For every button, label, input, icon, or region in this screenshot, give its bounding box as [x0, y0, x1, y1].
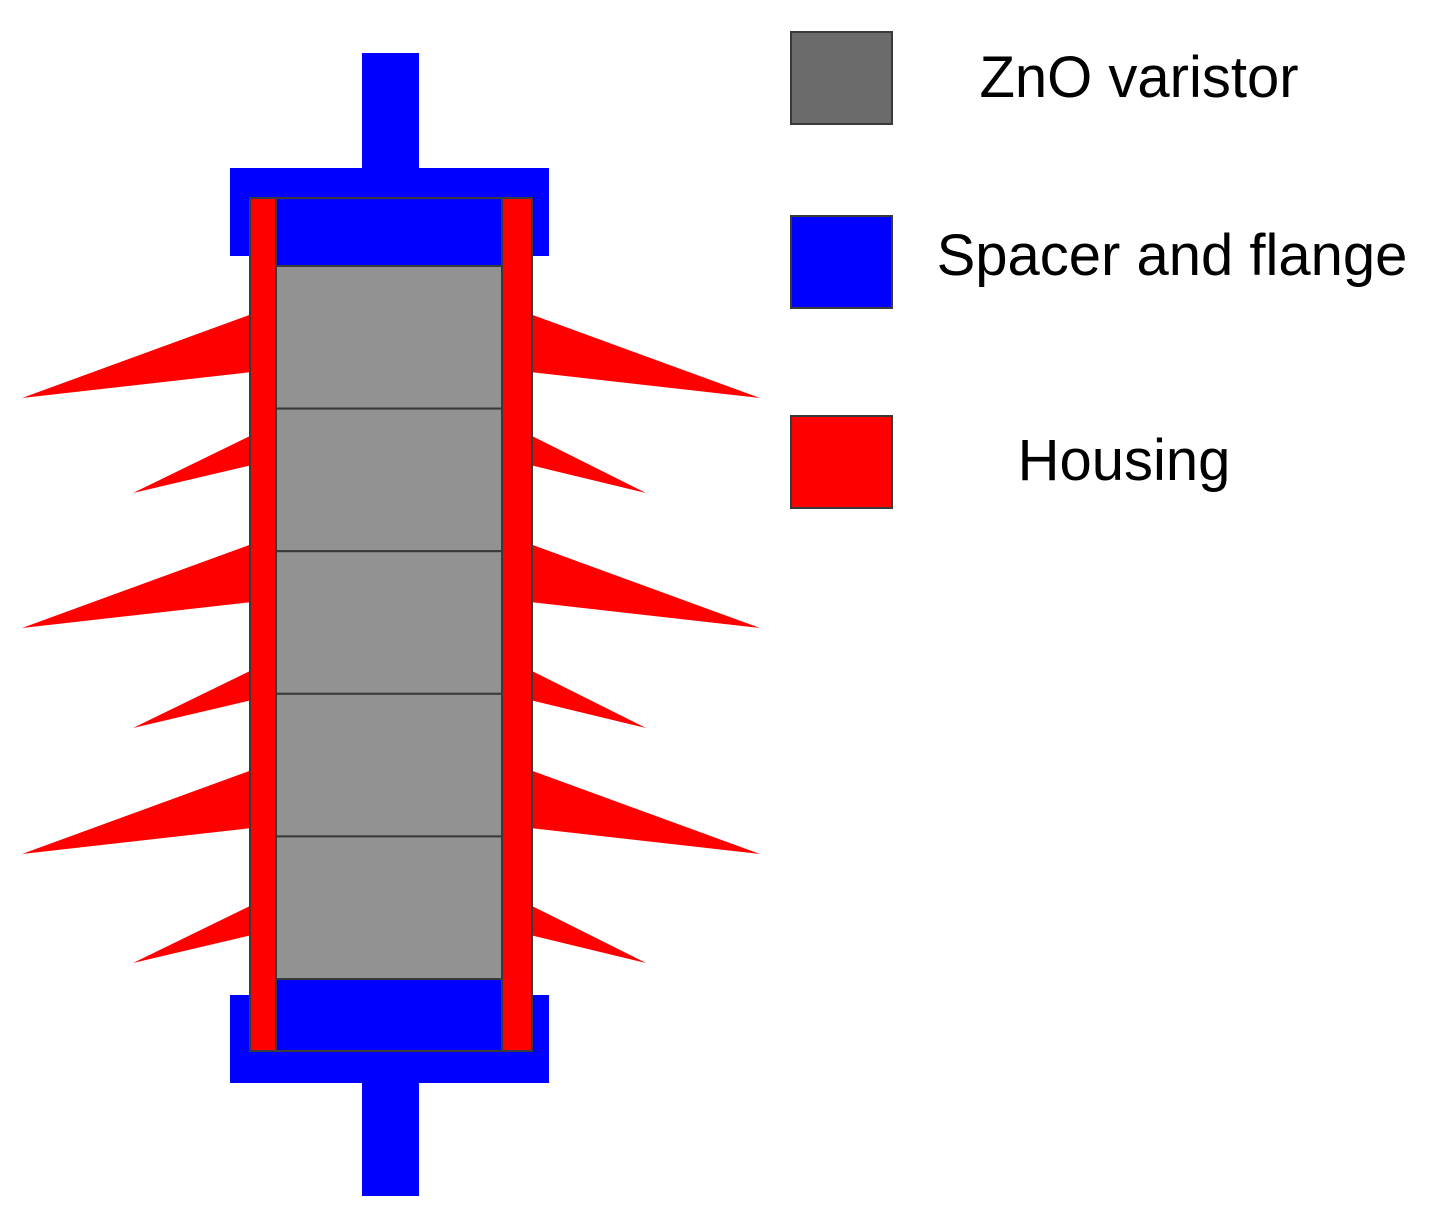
legend-item-housing: Housing [790, 415, 1231, 509]
bottom-spacer-block [275, 978, 503, 1052]
arrester-cross-section [22, 53, 760, 1196]
housing-shed-right [530, 314, 760, 398]
legend-label-spacer: Spacer and flange [937, 223, 1408, 288]
housing-shed-right [530, 435, 646, 493]
legend-item-varistor: ZnO varistor [790, 31, 1299, 125]
housing-shed-left [22, 314, 252, 398]
varistor-block [275, 407, 503, 553]
varistor-block [275, 265, 503, 410]
housing-shed-left [22, 544, 252, 628]
housing-wall-left [249, 197, 277, 1052]
legend-swatch-spacer [790, 215, 893, 309]
housing-shed-left [133, 905, 252, 963]
legend-swatch-housing [790, 415, 893, 509]
legend-swatch-varistor [790, 31, 893, 125]
zno-varistor-stack [275, 265, 503, 981]
housing-shed-left [133, 670, 252, 728]
housing-shed-right [530, 905, 646, 963]
housing-shed-left [133, 435, 252, 493]
bottom-terminal [362, 1078, 419, 1196]
legend-label-varistor: ZnO varistor [979, 45, 1298, 110]
varistor-block [275, 835, 503, 981]
varistor-block [275, 692, 503, 838]
housing-shed-right [530, 770, 760, 854]
housing-wall-right [501, 197, 533, 1052]
top-spacer-block [275, 197, 503, 267]
legend-item-spacer: Spacer and flange [790, 215, 1408, 309]
housing-shed-right [530, 544, 760, 628]
housing-shed-left [22, 770, 252, 854]
varistor-block [275, 550, 503, 695]
legend: ZnO varistor Spacer and flange Housing [790, 31, 1408, 509]
housing-shed-right [530, 670, 646, 728]
top-terminal [362, 53, 419, 173]
housing-sheds [22, 314, 760, 963]
legend-label-housing: Housing [1018, 428, 1231, 493]
